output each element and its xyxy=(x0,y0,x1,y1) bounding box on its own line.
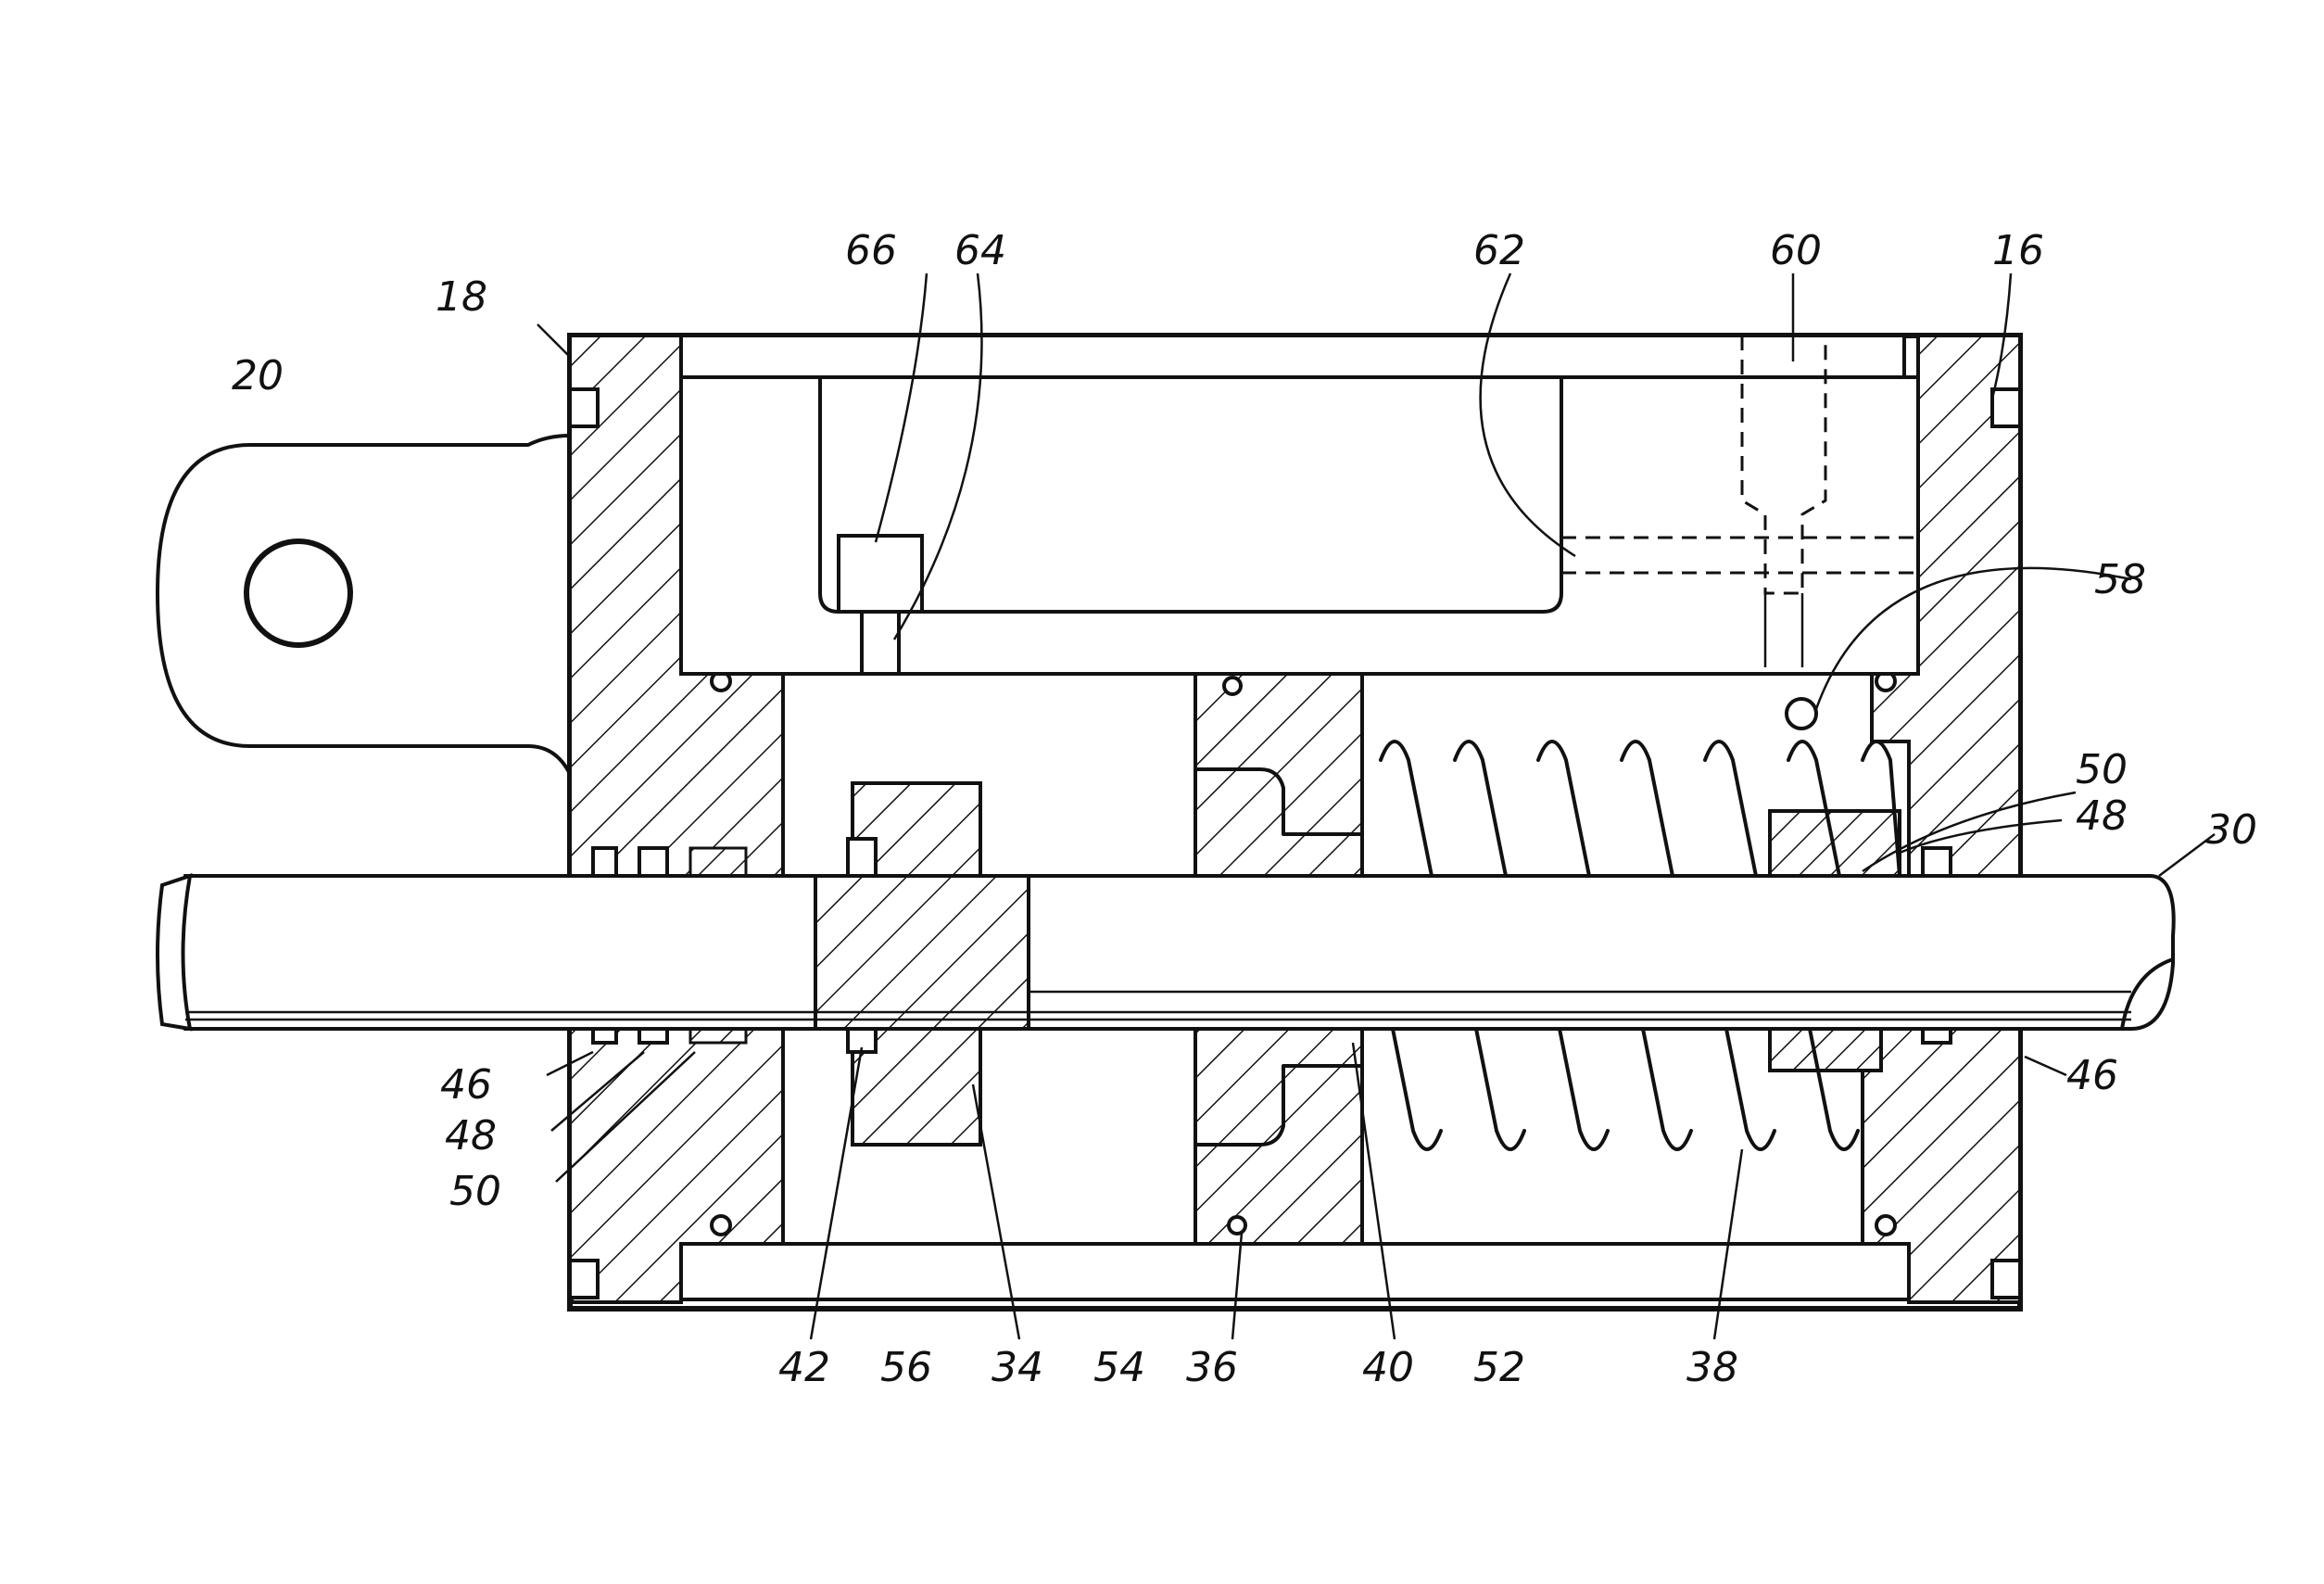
ref-36: 36 xyxy=(1186,1344,1238,1391)
ref-40: 40 xyxy=(1362,1344,1414,1391)
ref-62: 62 xyxy=(1473,227,1525,274)
ref-54: 54 xyxy=(1093,1344,1145,1391)
ref-46-right: 46 xyxy=(2066,1052,2118,1099)
ref-48-left: 48 xyxy=(445,1112,497,1159)
ref-64: 64 xyxy=(954,227,1006,274)
ref-34: 34 xyxy=(991,1344,1043,1391)
ref-48-right: 48 xyxy=(2076,792,2128,840)
ref-30: 30 xyxy=(2205,806,2257,854)
ref-60: 60 xyxy=(1770,227,1822,274)
clevis-eye xyxy=(158,436,570,774)
ref-52: 52 xyxy=(1473,1344,1525,1391)
ref-56: 56 xyxy=(880,1344,932,1391)
piston-rod xyxy=(158,876,2174,1029)
valve-block xyxy=(681,336,1918,729)
ref-46-left: 46 xyxy=(440,1061,492,1109)
ref-42: 42 xyxy=(778,1344,830,1391)
ref-58: 58 xyxy=(2094,556,2146,603)
ref-38: 38 xyxy=(1686,1344,1738,1391)
ref-50-right: 50 xyxy=(2076,746,2128,793)
ref-18: 18 xyxy=(436,273,487,321)
ref-50-left: 50 xyxy=(449,1168,501,1215)
ref-20: 20 xyxy=(232,352,284,399)
ref-66: 66 xyxy=(845,227,897,274)
ref-16: 16 xyxy=(1992,227,2044,274)
